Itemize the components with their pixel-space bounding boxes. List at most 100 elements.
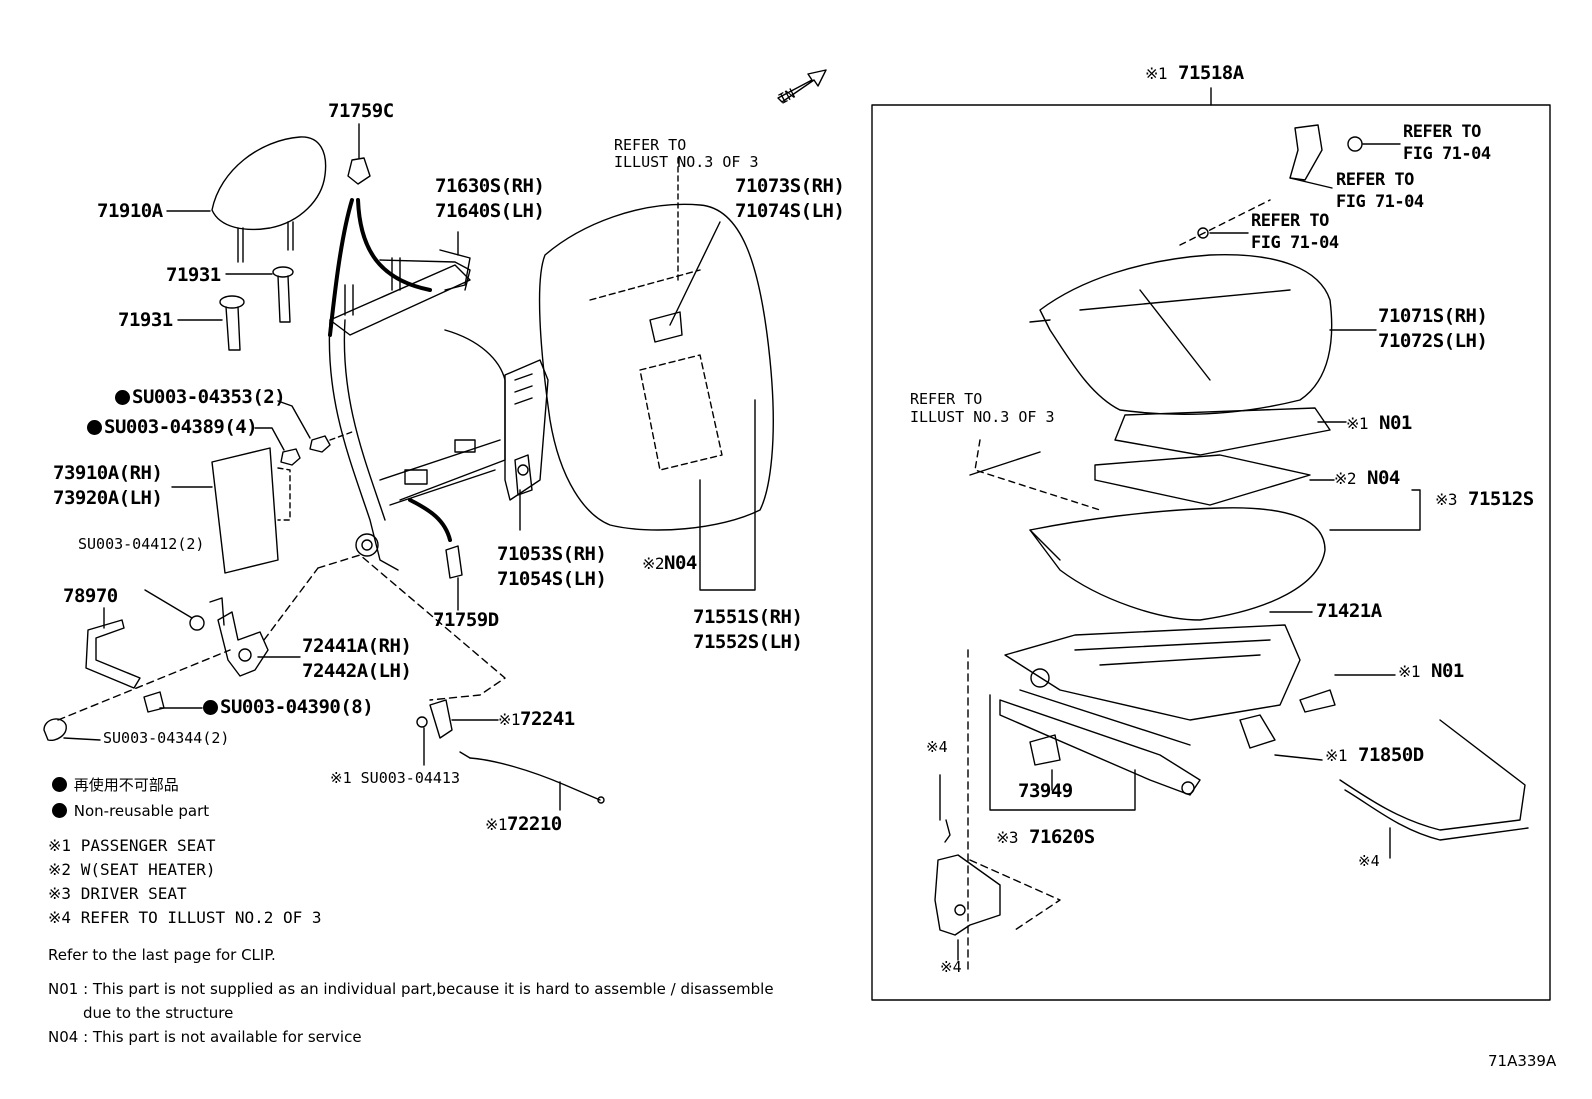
assembly-dashline-bracket: [969, 859, 1061, 931]
cushion-pad-drawing: [1029, 507, 1326, 621]
part-label-71910A: 71910A: [97, 200, 163, 222]
part-label-71071S: 71071S(RH): [1378, 305, 1488, 327]
legend-n04-note: N04 : This part is not available for ser…: [48, 1028, 362, 1046]
wire-refer-illust3-b: [969, 451, 1041, 476]
in-direction-arrow: [777, 69, 827, 103]
leader-71850D: [1274, 754, 1323, 761]
assembly-dashline-recliner-b: [263, 567, 319, 641]
refer-fig-c-line2: FIG 71-04: [1251, 233, 1339, 253]
part-label-73910A: 73910A(RH): [53, 462, 163, 484]
part-label-71620S: ※3 71620S: [996, 826, 1095, 848]
mark-m4-bracket: ※4: [940, 958, 962, 976]
bracket-m4-drawing: [934, 854, 1001, 936]
nonreusable-dot-icon: [52, 777, 67, 792]
refer-illust3-b-line2: ILLUST NO.3 OF 3: [910, 408, 1055, 426]
legend-nonreusable-jp: 再使用不可部品: [52, 776, 179, 795]
cushion-cover-drawing: [1029, 253, 1333, 416]
cushion-frame-drawing: [1004, 624, 1301, 721]
headrest-drawing: [211, 136, 327, 263]
nonreusable-dot-icon: [52, 803, 67, 818]
legend-note-3: ※3 DRIVER SEAT: [48, 884, 187, 903]
assembly-dashline-recliner: [317, 554, 506, 701]
nuts-drawing: [280, 435, 331, 466]
part-label-71054S: 71054S(LH): [497, 568, 607, 590]
headrest-guide-pins: [219, 266, 294, 351]
leader-71620S: [989, 694, 1136, 811]
assembly-dashline-buckle: [1179, 199, 1271, 246]
refer-fig-c-line1: REFER TO: [1251, 211, 1329, 231]
leader-71551S: [699, 399, 756, 591]
clip-73949-drawing: [1029, 734, 1061, 766]
refer-fig-b-line2: FIG 71-04: [1336, 192, 1424, 212]
part-label-n01-sensor: ※1 N01: [1398, 660, 1464, 682]
part-label-su04344: SU003-04344(2): [103, 729, 230, 747]
refer-illust3-a-line1: REFER TO: [614, 136, 687, 154]
bolt-m4: [944, 819, 951, 843]
legend-nonreusable-en: Non-reusable part: [52, 802, 209, 821]
refer-fig-a-line2: FIG 71-04: [1403, 144, 1491, 164]
part-label-72442A: 72442A(LH): [302, 660, 412, 682]
assembly-dashline-lever: [57, 649, 231, 721]
leader-71073S: [669, 221, 721, 326]
nonreusable-dot-icon: [115, 390, 130, 405]
part-label-n04-heater: ※2 N04: [1334, 467, 1400, 489]
leader-refer-illust3-b: [974, 439, 1101, 511]
part-label-su04389: SU003-04389(4): [87, 416, 258, 439]
recliner-72441A-drawing: [209, 597, 269, 677]
release-cable-drawing: [416, 699, 605, 804]
part-label-71518A: ※1 71518A: [1145, 62, 1244, 84]
part-label-su04412: SU003-04412(2): [78, 535, 205, 553]
part-label-su04353: SU003-04353(2): [115, 386, 286, 409]
leader-su04353-dash: [329, 431, 353, 441]
seatback-frame-drawing: [328, 249, 506, 571]
legend-clip-note: Refer to the last page for CLIP.: [48, 946, 276, 964]
part-label-71759C: 71759C: [328, 100, 394, 122]
leader-su04412: [144, 589, 193, 619]
part-label-71931-upper: 71931: [166, 264, 221, 286]
part-label-71630S: 71630S(RH): [435, 175, 545, 197]
seatbelt-buckle-drawing: [1197, 124, 1363, 239]
part-label-71640S: 71640S(LH): [435, 200, 545, 222]
part-label-71759D: 71759D: [433, 609, 499, 631]
refer-illust3-a-line2: ILLUST NO.3 OF 3: [614, 153, 759, 171]
leader-refer-fig-b: [1289, 177, 1333, 189]
legend-n01-note: N01 : This part is not supplied as an in…: [48, 980, 774, 998]
part-label-71552S: 71552S(LH): [693, 631, 803, 653]
part-label-71850D: ※1 71850D: [1325, 744, 1424, 766]
leader-su04344: [63, 737, 101, 741]
bolts-drawing: [43, 615, 205, 742]
part-label-71053S: 71053S(RH): [497, 543, 607, 565]
part-label-71551S: 71551S(RH): [693, 606, 803, 628]
legend-n01-note-cont: due to the structure: [83, 1004, 234, 1022]
part-label-78970: 78970: [63, 585, 118, 607]
part-label-72241: ※172241: [498, 708, 575, 730]
seat-adjuster-drawing: [999, 689, 1336, 796]
legend-note-2: ※2 W(SEAT HEATER): [48, 860, 216, 879]
refer-fig-a-line1: REFER TO: [1403, 122, 1481, 142]
heater-mat-drawing: [1094, 407, 1331, 506]
leader-73910A-dash: [277, 467, 291, 521]
leader-su04389: [254, 427, 285, 451]
part-label-71421A: 71421A: [1316, 600, 1382, 622]
part-label-n01-heater: ※1 N01: [1346, 412, 1412, 434]
refer-fig-b-line1: REFER TO: [1336, 170, 1414, 190]
legend-note-1: ※1 PASSENGER SEAT: [48, 836, 216, 855]
side-cover-73910A-drawing: [211, 447, 279, 574]
legend-note-4: ※4 REFER TO ILLUST NO.2 OF 3: [48, 908, 322, 927]
wire-harness-drawing: [1339, 719, 1529, 841]
figure-id: 71A339A: [1488, 1052, 1557, 1070]
part-label-71072S: 71072S(LH): [1378, 330, 1488, 352]
mark-m4-bolt: ※4: [926, 738, 948, 756]
clip-71759D-drawing: [445, 545, 463, 579]
part-label-71073S: 71073S(RH): [735, 175, 845, 197]
part-label-73920A: 73920A(LH): [53, 487, 163, 509]
part-label-71931-lower: 71931: [118, 309, 173, 331]
nonreusable-dot-icon: [203, 700, 218, 715]
part-label-su04413: ※1 SU003-04413: [330, 769, 460, 787]
seatback-cover-drawing: [538, 203, 774, 531]
clip-71759C-and-cable: [328, 123, 432, 337]
part-label-su04390: SU003-04390(8): [203, 696, 374, 719]
part-label-n04-seatback: ※2N04: [642, 552, 697, 574]
